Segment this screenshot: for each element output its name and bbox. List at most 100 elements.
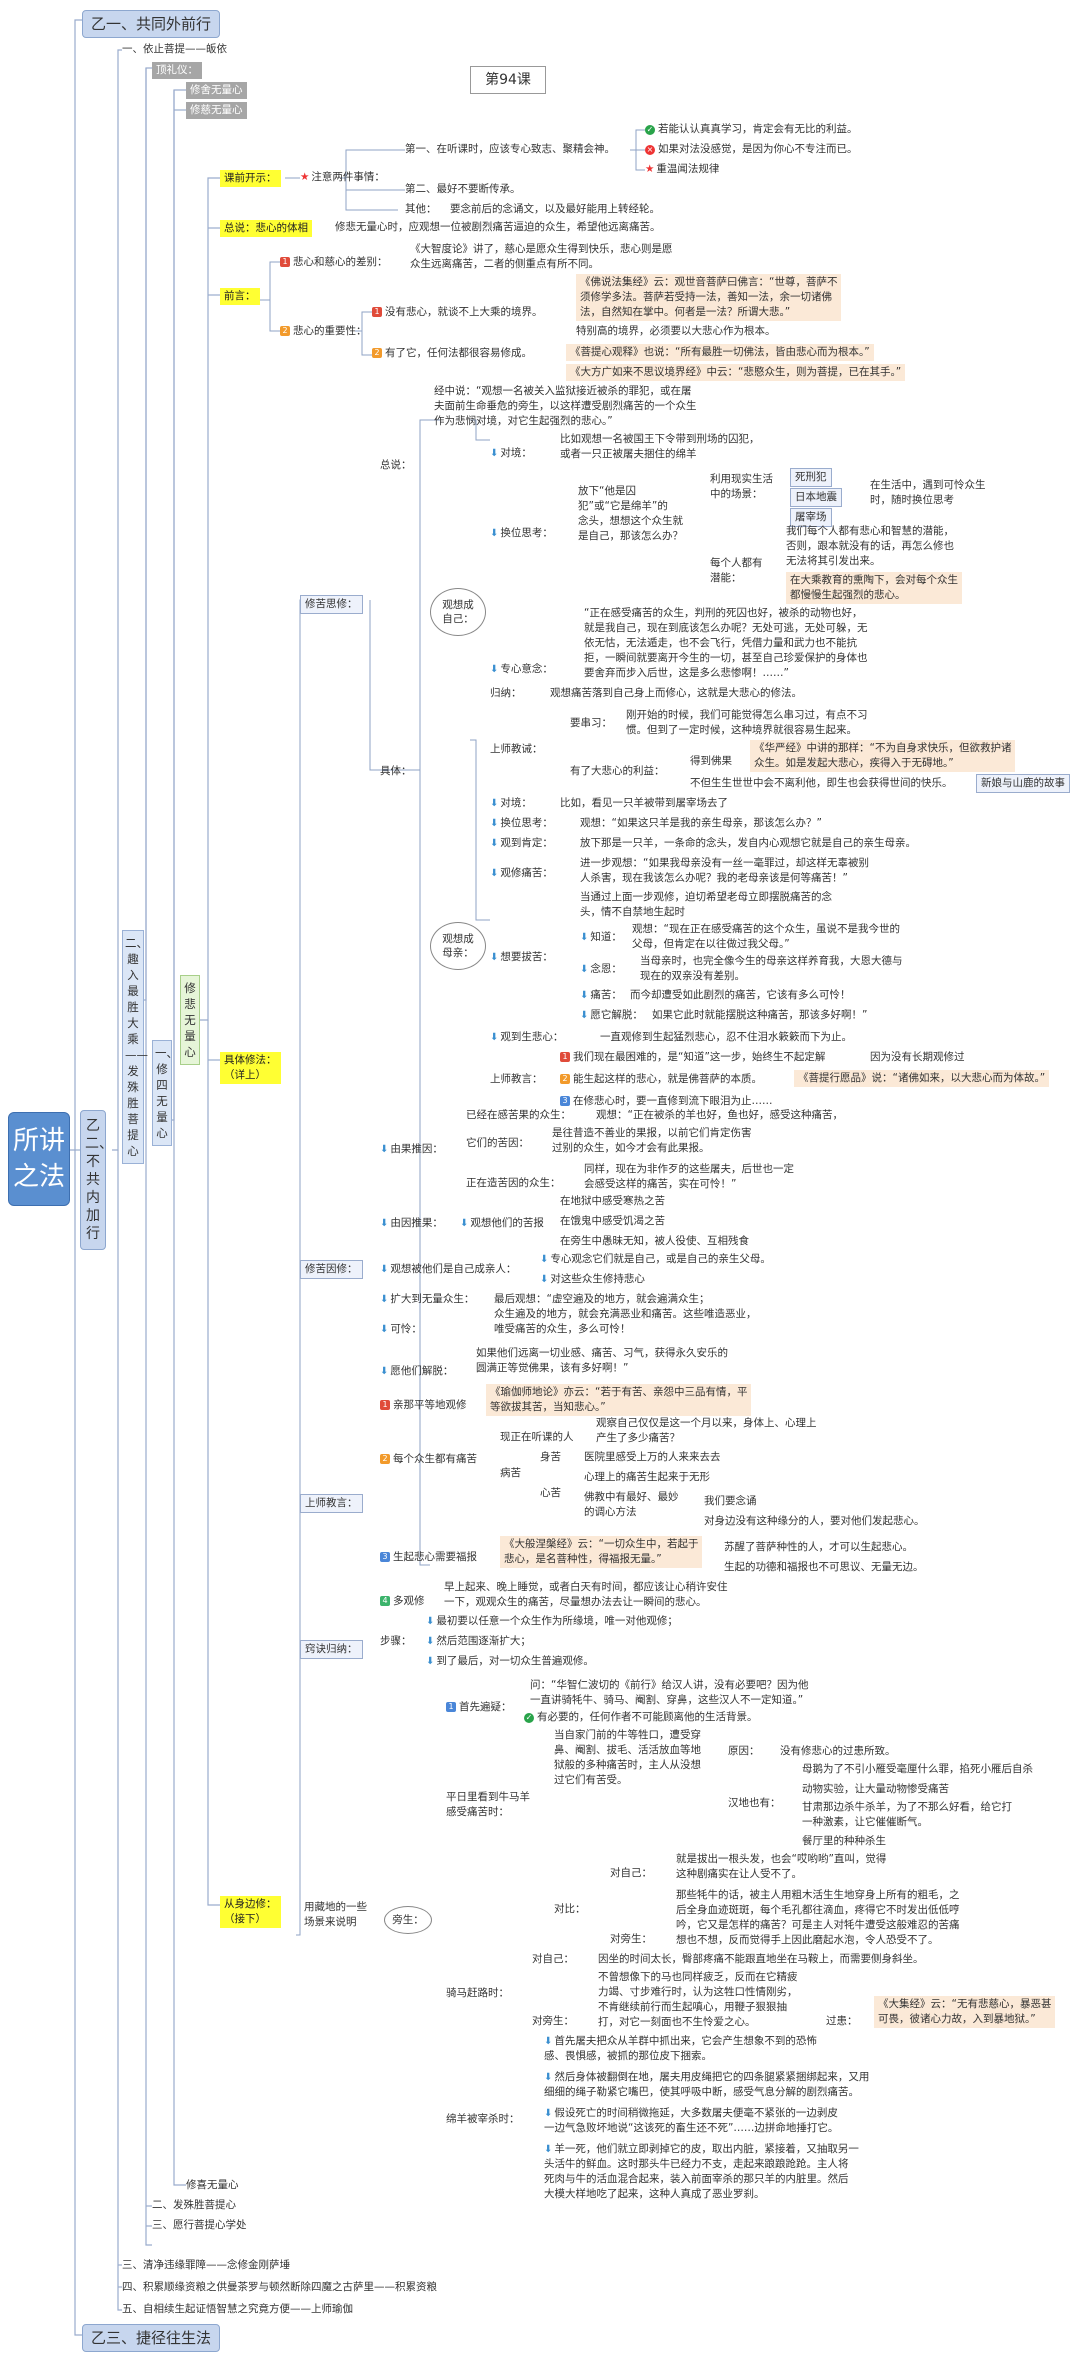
guina: 归纳： [490, 687, 522, 699]
qima-z: 对自己： [532, 1953, 574, 1965]
bz-2: ⬇然后范围逐渐扩大； [426, 1635, 531, 1647]
shangshi: 上师教诫： [490, 743, 543, 755]
lesson2-sub: 用藏地的一些 场景来说明 [304, 1901, 367, 1928]
sub-top-2[interactable]: 修慈无量心 [186, 102, 247, 119]
m-tongku2: ⬇痛苦： [580, 989, 622, 1001]
jueyao-node[interactable]: 窍诀归纳： [300, 1640, 363, 1659]
circle-mother[interactable]: 观想成 母亲： [430, 922, 486, 970]
youyin-2: 在饿鬼中感受饥渴之苦 [560, 1215, 665, 1227]
m-yuan-text: 如果它此时就能摆脱这种痛苦，那该多好啊！” [652, 1009, 868, 1021]
youyin-3: 在旁生中愚昧无知，被人役使、互相残食 [560, 1235, 749, 1247]
sj3-b: 苏醒了菩萨种性的人，才可以生起悲心。 [724, 1541, 913, 1553]
sj2-g: 对身边没有这种缘分的人，要对他们发起悲心。 [704, 1515, 925, 1527]
lesson2-head[interactable]: 从身边修： （接下） [220, 1896, 281, 1928]
youyin-1: 在地狱中感受寒热之苦 [560, 1195, 665, 1207]
intro-star: ★注意两件事情： [300, 171, 385, 183]
tail-1[interactable]: 三、清净违缘罪障——念修金刚萨埵 [122, 2259, 290, 2271]
summary-head[interactable]: 总说：悲心的体相 [220, 220, 312, 237]
pre-d1-text: 《大智度论》讲了，慈心是愿众生得到快乐，悲心则是愿 众生远离痛苦，二者的侧重点有… [410, 243, 673, 270]
branch-bottom[interactable]: 乙三、捷径往生法 [82, 2324, 221, 2352]
v1-label[interactable]: 一、修四无量心 [152, 1040, 178, 1146]
sj3-a: 《大般涅槃经》云：“一切众生中，若起于 悲心，是名菩种性，得福报无量。” [500, 1536, 703, 1568]
v2-label[interactable]: 二、趣入最胜大乘——发殊胜菩提心 [122, 930, 148, 1164]
handi-2: 动物实验，让大量动物惨受痛苦 [802, 1783, 949, 1795]
mb-3: ⬇假设死亡的时间稍微拖延，大多数屠夫便毫不紧张的一边剥皮 一边气急败坏地说“这该… [544, 2107, 839, 2134]
m-huanwei-text: 观想：“如果这只羊是我的亲生母亲，那该怎么办？” [580, 817, 822, 829]
handi-1: 母鹅为了不引小雁受毫厘什么罪，掐死小雁后自杀 [802, 1763, 1033, 1775]
m-duijing-text: 比如，看见一只羊被带到屠宰场去了 [560, 797, 728, 809]
sj2-d: 身苦 [540, 1451, 561, 1463]
buzhou: 步骤： [380, 1635, 412, 1647]
m-nian-text: 当母亲时，也完全像今生的母亲这样养育我，大恩大德与 现在的双亲没有差别。 [640, 955, 903, 982]
yaoqiu: 要串习： [570, 717, 612, 729]
kuoda: ⬇扩大到无量众生： [380, 1293, 475, 1305]
top-item-2[interactable]: 顶礼仪： [152, 62, 202, 79]
p1-a: ✓有必要的，任何作者不可能顾离他的生活背景。 [524, 1711, 758, 1723]
mb-2: ⬇然后身体被翻倒在地，屠夫用皮绳把它的四条腿紧紧捆绑起来，又用 细细的绳子勒紧它… [544, 2071, 870, 2098]
youlai: ⬇由果推因： [380, 1143, 443, 1155]
xiukuyin-node[interactable]: 修苦因修： [300, 1260, 363, 1279]
xiu-node[interactable]: 修苦思修： [300, 595, 363, 614]
handi-4: 餐厅里的种种杀生 [802, 1835, 886, 1847]
sj2-e-text: 心理上的痛苦生起来于无形 [584, 1471, 710, 1483]
pre-d2b2: 《菩提心观释》也说：“所有最胜一切佛法，皆由悲心而为根本。” [566, 344, 874, 361]
bottom-item-3[interactable]: 三、愿行菩提心学处 [152, 2219, 247, 2231]
m-zhidao-text: 观想：“现在正在感受痛苦的这个众生，虽说不是我今世的 父母，但肯定在以往做过我父… [632, 923, 900, 950]
pre-head[interactable]: 前言： [220, 288, 260, 305]
star-icon: ★ [300, 171, 310, 183]
v3-label[interactable]: 修悲无量心 [180, 975, 200, 1065]
dedao: 得到佛果 [690, 755, 732, 767]
guanxiang-a: ⬇专心观念它们就是自己，或是自己的亲生父母。 [540, 1253, 771, 1265]
pangsheng-node[interactable]: 旁生： [384, 1906, 432, 1934]
top-item-1[interactable]: 一、依止菩提——皈依 [122, 43, 227, 55]
m-tongku: ⬇观修痛苦： [490, 867, 553, 879]
guohuan: 过患： [826, 2015, 858, 2027]
m-yuan: ⬇愿它解脱： [580, 1009, 643, 1021]
duijing: ⬇对境： [490, 447, 532, 459]
bottom-item-2[interactable]: 二、发殊胜菩提心 [152, 2199, 236, 2211]
sj2-f: 佛教中有最好、最妙 的调心方法 [584, 1491, 679, 1518]
youyin-a: ⬇观想他们的苦报 [460, 1217, 544, 1229]
zhuanxin: ⬇专心意念： [490, 663, 553, 675]
dz-text: 就是拔出一根头发，也会“哎哟哟”直叫，觉得 这种剧痛实在让人受不了。 [676, 1853, 887, 1880]
bottom-item-1[interactable]: 修喜无量心 [186, 2179, 239, 2191]
yuan: ⬇愿他们解脱： [380, 1365, 454, 1377]
sj2-c: 病苦 [500, 1467, 521, 1479]
m-s2b: 《菩提行愿品》说：“诸佛如来，以大悲心而为体故。” [794, 1070, 1050, 1087]
sj1-text: 《瑜伽师地论》亦云：“若于有苦、亲怨中三品有情，平 等欲拔其苦，当知悲心。” [486, 1384, 752, 1416]
branch-top[interactable]: 乙一、共同外前行 [82, 10, 221, 38]
sj2-f-text: 我们要念诵 [704, 1495, 757, 1507]
dz: 对自己： [610, 1867, 652, 1879]
intro-head[interactable]: 课前开示： [220, 170, 281, 187]
mianyang: 绵羊被宰杀时： [446, 2113, 520, 2125]
handi-3: 甘肃那边杀牛杀羊，为了不那么好看，给它打 一种激素，让它催催断气。 [802, 1801, 1012, 1828]
juti: 具体： [380, 765, 412, 777]
pre-d2b3: 《大方广如来不思议境界经》中云：“悲愍众生，则为菩提，已在其手。” [566, 364, 906, 381]
qima-z-text: 因坐的时间太长，臀部疼痛不能跟直地坐在马鞍上，而需要侧身斜坐。 [598, 1953, 924, 1965]
circle-self[interactable]: 观想成 自己： [430, 588, 486, 636]
cross-icon: × [645, 145, 655, 155]
tail-2[interactable]: 四、积累顺缘资粮之供曼茶罗与顿然断除四魔之古萨里——积累资粮 [122, 2281, 437, 2293]
sub-top-1[interactable]: 修舍无量心 [186, 82, 247, 99]
mb-4: ⬇羊一死，他们就立即剥掉它的皮，取出内脏，紧接着，又抽取另一 头活牛的鲜血。这时… [544, 2143, 859, 2200]
branch-middle[interactable]: 乙二、不共内加行 [80, 1110, 113, 1250]
method-head[interactable]: 具体修法： （详上） [220, 1052, 281, 1084]
guanxiang-b: ⬇对这些众生修持悲心 [540, 1273, 645, 1285]
shangshijy-node[interactable]: 上师教言： [300, 1494, 363, 1513]
qima: 骑马赶路时： [446, 1987, 509, 1999]
check-icon: ✓ [645, 125, 655, 135]
arrow-down-icon: ⬇ [490, 448, 499, 459]
meigeren: 每个人都有 潜能： [710, 557, 763, 584]
tail-3[interactable]: 五、自相续生起证悟智慧之究竟方便——上师瑜伽 [122, 2303, 353, 2315]
xinjuan[interactable]: 新娘与山鹿的故事 [976, 774, 1070, 793]
duijing-text: 比如观想一名被国王下令带到刑场的囚犯， 或者一只正被屠夫捆住的绵羊 [560, 433, 760, 460]
m-guancha-text: 放下那是一只羊，一条命的念头，发自内心观想它就是自己的亲生母亲。 [580, 837, 916, 849]
